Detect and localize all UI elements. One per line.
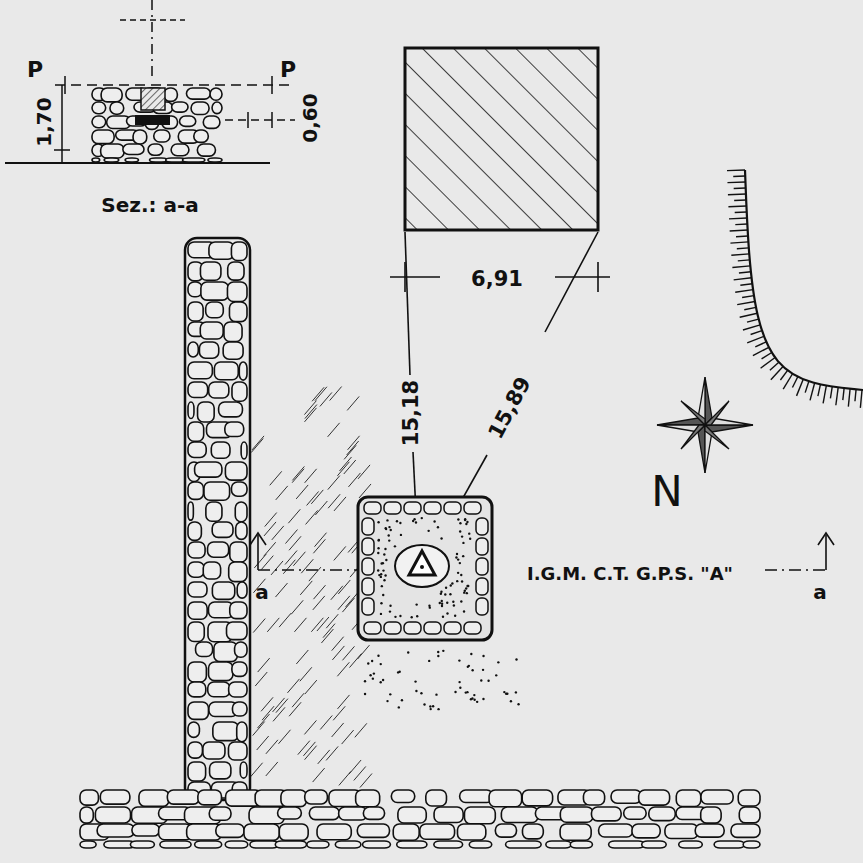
section-title: Sez.: a-a bbox=[101, 195, 198, 215]
section-marker: a bbox=[813, 582, 827, 602]
distance: 15,89 bbox=[485, 374, 535, 443]
north-label: N bbox=[651, 471, 682, 513]
section-marker: P bbox=[280, 59, 296, 81]
section-marker: P bbox=[27, 59, 43, 81]
dimension: 0,60 bbox=[300, 93, 320, 142]
dimension: 1,70 bbox=[34, 97, 54, 146]
point-name: I.G.M. C.T. G.P.S. "A" bbox=[527, 565, 733, 583]
distance: 15,18 bbox=[401, 380, 422, 446]
section-marker: a bbox=[255, 582, 269, 602]
dimension: 6,91 bbox=[471, 269, 523, 290]
